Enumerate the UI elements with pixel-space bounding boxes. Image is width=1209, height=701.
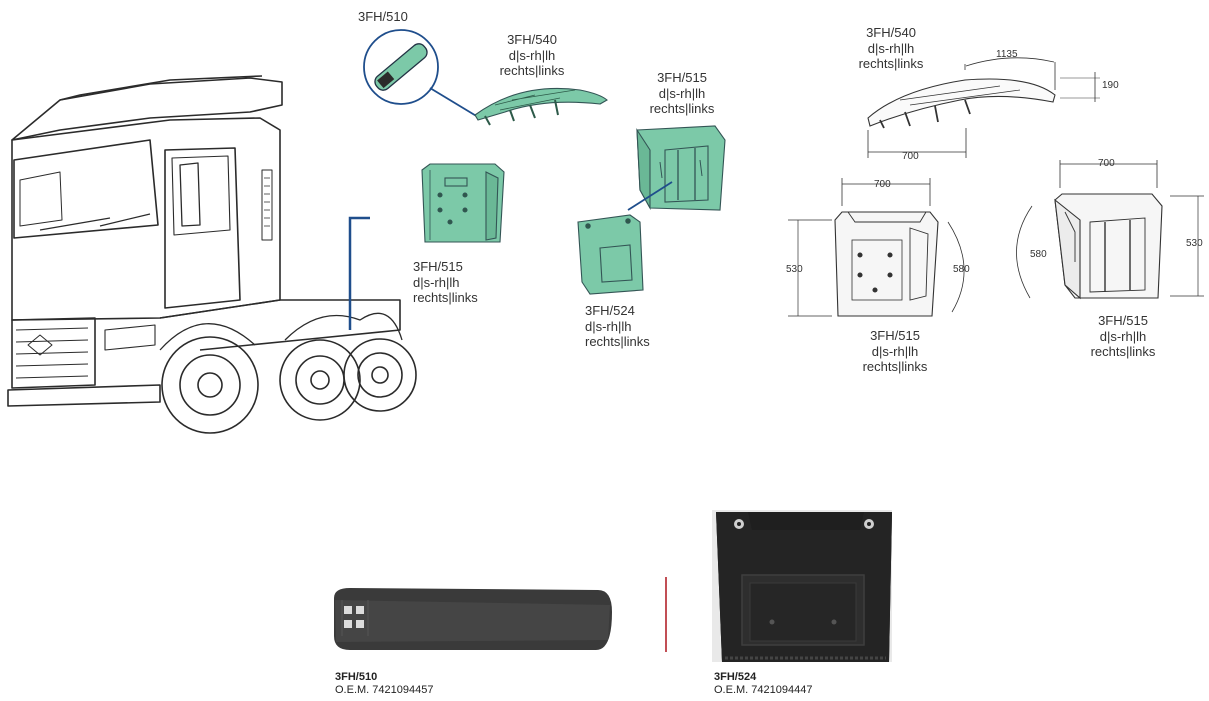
dim-mudflap-a-width: 700: [874, 179, 891, 190]
dim-wing-height: 190: [1102, 80, 1119, 91]
dim-wing-width: 1135: [996, 49, 1018, 60]
product-caption-510: 3FH/510 O.E.M. 7421094457: [335, 671, 433, 697]
product-code: 3FH/524: [714, 671, 757, 683]
mudguard-green-b: [627, 125, 726, 211]
product-caption-524: 3FH/524 O.E.M. 7421094447: [714, 671, 812, 697]
dim-mudflap-b-height-left: 580: [1030, 249, 1047, 260]
mudguard-green-a: [421, 163, 505, 243]
label-3fh510: 3FH/510: [358, 9, 408, 24]
dim-mudflap-a-height-right: 580: [953, 264, 970, 275]
wing-green-drawing: [474, 87, 608, 126]
dim-mudflap-b-height-right: 530: [1186, 238, 1203, 249]
product-code: 3FH/510: [335, 671, 378, 683]
product-oem: O.E.M. 7421094457: [335, 684, 434, 696]
leader-line-truck: [348, 216, 370, 330]
mudguard-dim-b-drawing: [1016, 160, 1204, 300]
dim-mudflap-a-height-left: 530: [786, 264, 803, 275]
wing-dimension-drawing: [867, 57, 1100, 158]
strap-detail-circle: [363, 29, 479, 118]
truck-illustration: [7, 75, 417, 434]
dim-wing-depth: 700: [902, 151, 919, 162]
panel-photo: [712, 510, 892, 662]
dim-mudflap-b-width: 700: [1098, 158, 1115, 169]
panel-green-drawing: [577, 214, 644, 295]
mudguard-dim-a-drawing: [788, 178, 965, 317]
product-oem: O.E.M. 7421094447: [714, 684, 813, 696]
strap-photo: [334, 588, 612, 650]
